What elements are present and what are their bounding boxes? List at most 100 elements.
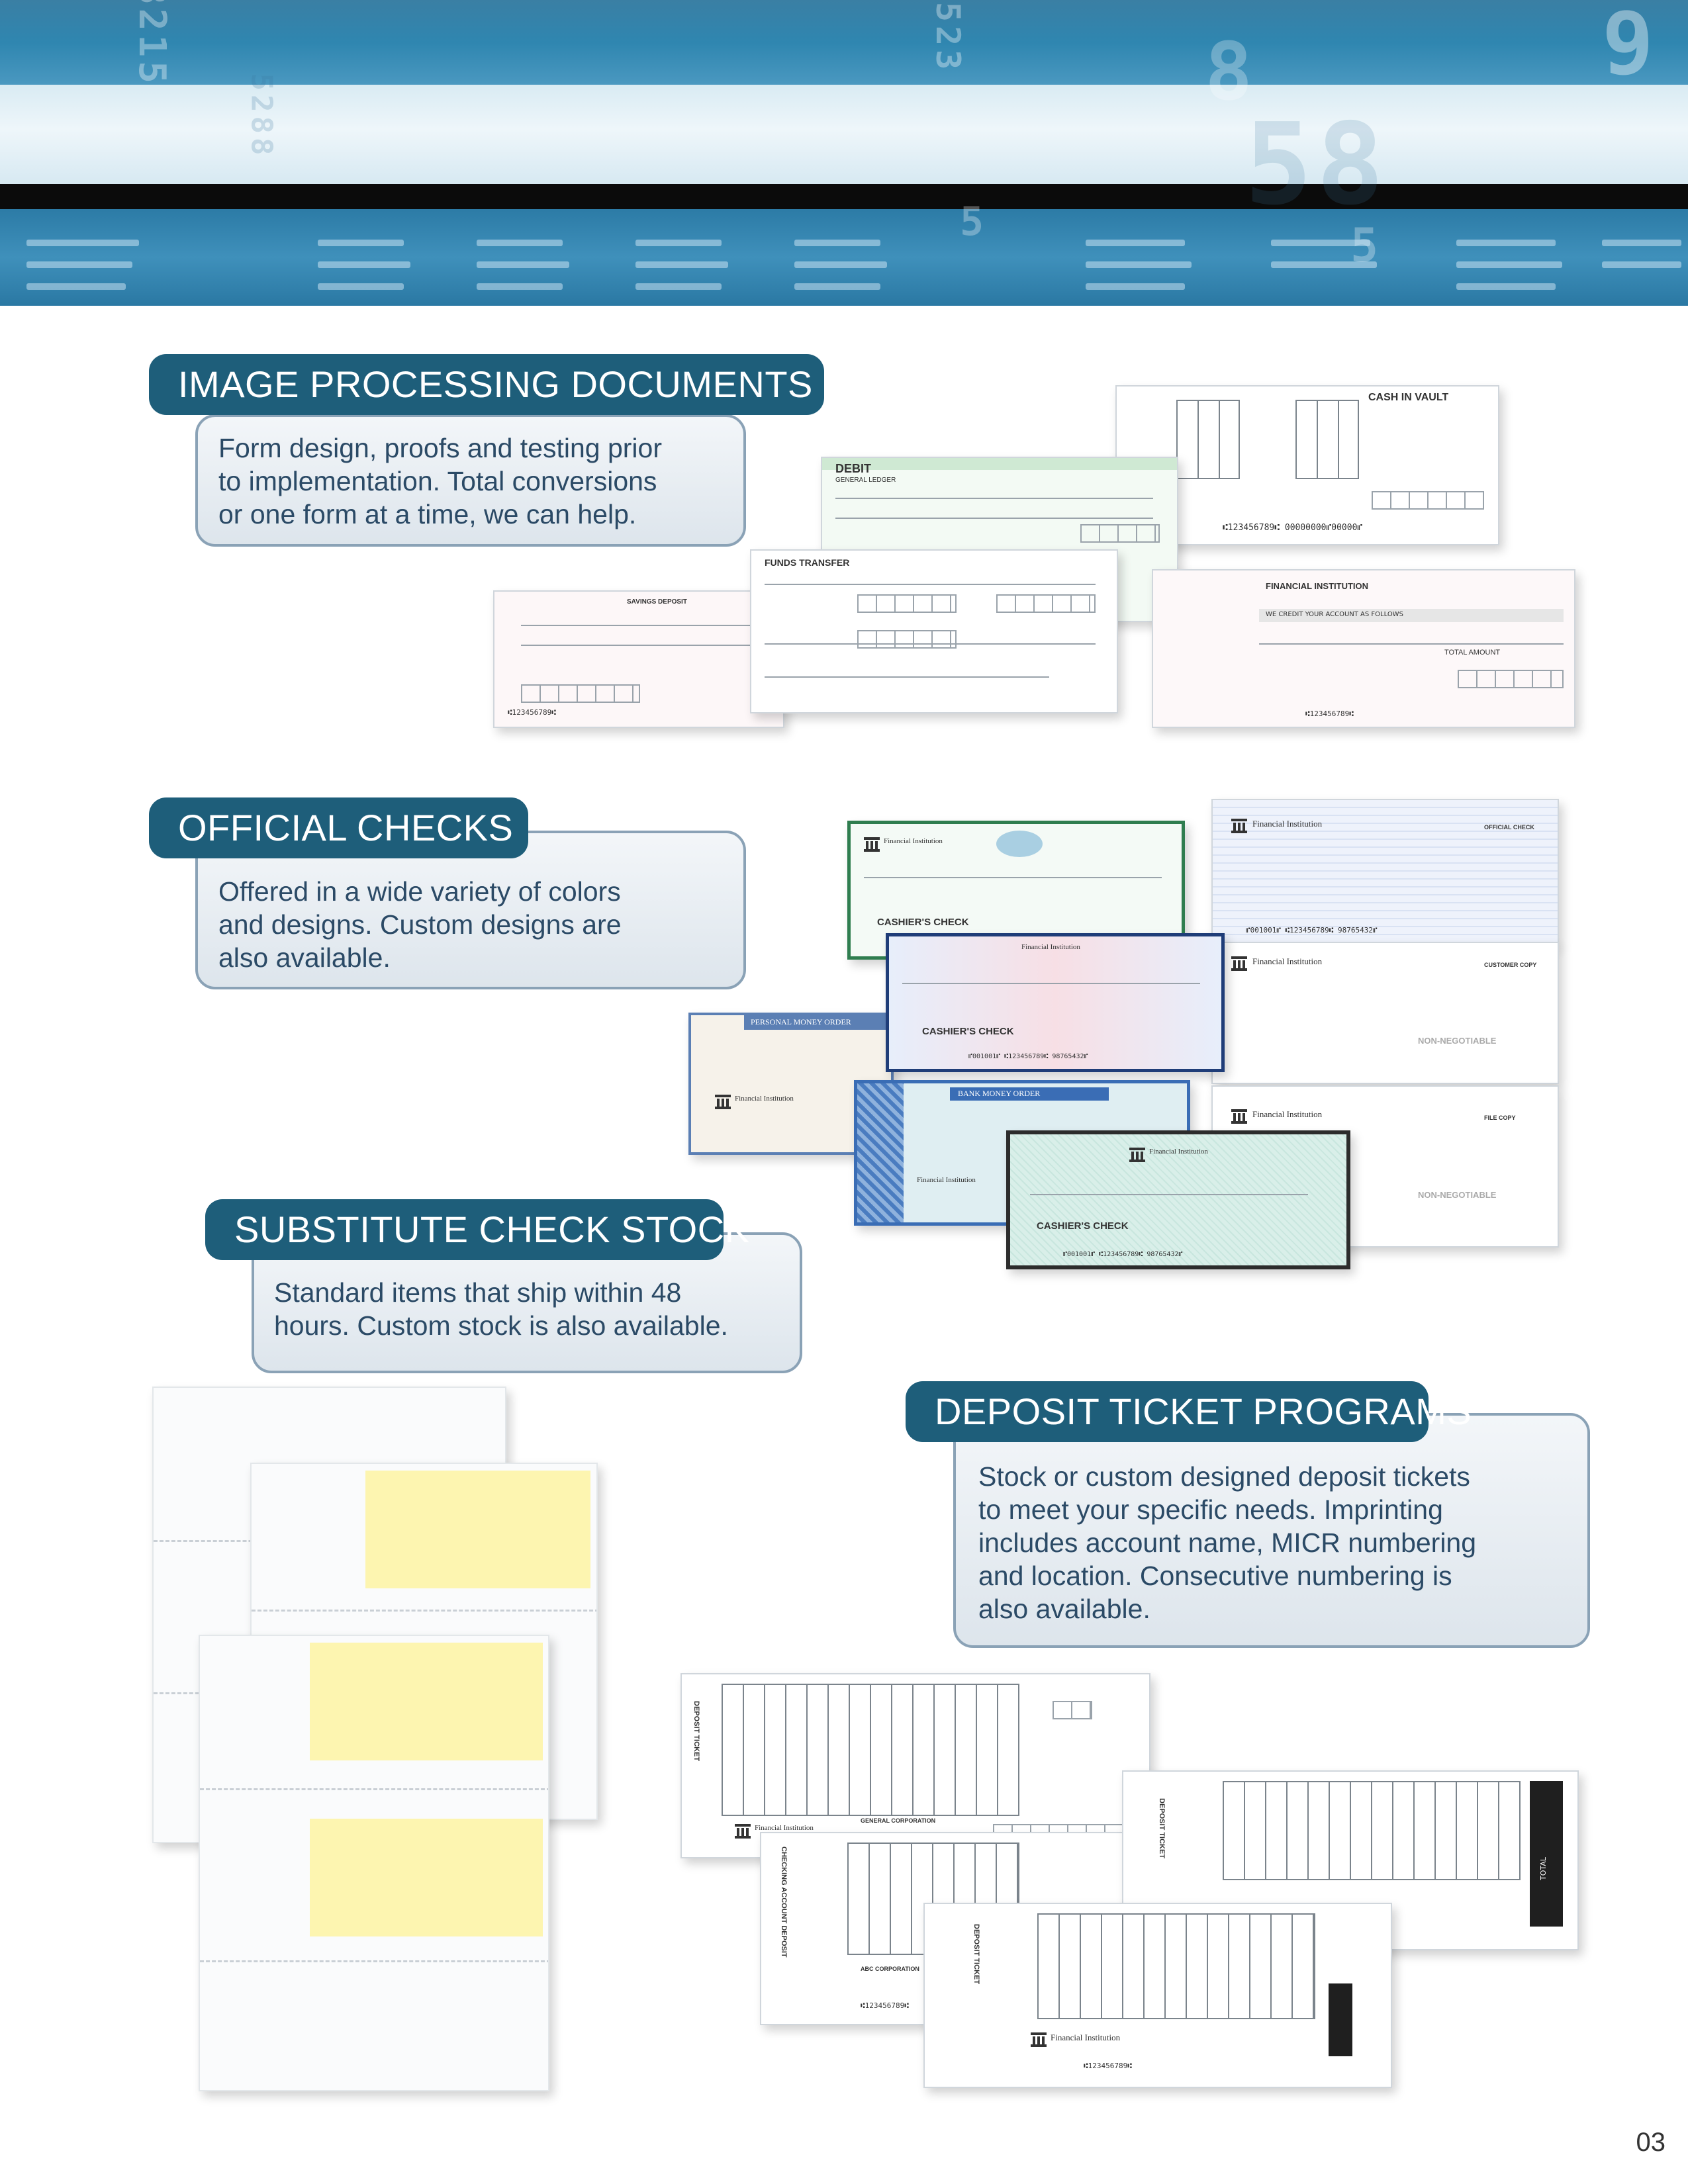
decorative-stripe xyxy=(26,261,132,268)
image-processing-line-3: or one form at a time, we can help. xyxy=(218,499,637,529)
amount-boxes xyxy=(996,594,1096,613)
decorative-stripe xyxy=(26,283,126,290)
image-processing-line-1: Form design, proofs and testing prior xyxy=(218,433,662,463)
bank-icon xyxy=(715,1095,731,1109)
decorative-stripe xyxy=(1086,283,1185,290)
form-line xyxy=(765,676,1049,678)
teal-cashiers-check: Financial Institution CASHIER'S CHECK ⑈0… xyxy=(1006,1130,1350,1269)
institution-name: Financial Institution xyxy=(1252,1109,1323,1119)
institution-name: Financial Institution xyxy=(917,1176,976,1184)
bank-icon xyxy=(1129,1148,1145,1162)
amount-boxes xyxy=(857,594,957,613)
money-order-pattern xyxy=(857,1083,904,1222)
decorative-stripe xyxy=(1456,283,1556,290)
amount-boxes xyxy=(1080,524,1160,543)
money-order-label: BANK MONEY ORDER xyxy=(958,1089,1041,1098)
deposit-ticket-label: DEPOSIT TICKET xyxy=(1158,1798,1166,1859)
official-check: Financial Institution OFFICIAL CHECK ⑈00… xyxy=(1211,799,1559,944)
bank-icon xyxy=(735,1824,751,1839)
page-number: 03 xyxy=(1636,2128,1666,2157)
deposit-ticket-label: DEPOSIT TICKET xyxy=(692,1701,700,1762)
form-line xyxy=(835,498,1153,499)
header-banner: 8215 2523 8 58 9 5288 5 5 xyxy=(0,0,1688,306)
form-title: FINANCIAL INSTITUTION xyxy=(1266,581,1369,591)
deposit-ticket-line-1: Stock or custom designed deposit tickets xyxy=(978,1461,1470,1492)
form-line xyxy=(521,625,759,626)
check-image-area xyxy=(365,1471,590,1588)
account-credit-form: FINANCIAL INSTITUTION WE CREDIT YOUR ACC… xyxy=(1152,569,1575,728)
decorative-stripe xyxy=(1271,261,1377,268)
form-line xyxy=(1259,643,1564,645)
banner-black-rule xyxy=(0,184,1688,209)
form-line xyxy=(521,645,759,646)
banner-top-band xyxy=(0,0,1688,85)
deposit-ticket-description-box xyxy=(953,1413,1590,1648)
decorative-digits: 5 xyxy=(960,199,988,245)
institution-name: Financial Institution xyxy=(1252,956,1323,966)
decorative-stripe xyxy=(477,283,563,290)
check-type: CASHIER'S CHECK xyxy=(922,1026,1014,1037)
deposit-grid xyxy=(1223,1781,1521,1880)
decorative-digits: 5288 xyxy=(244,73,279,159)
decorative-stripe xyxy=(1271,240,1370,246)
institution-name: Financial Institution xyxy=(1051,2032,1121,2042)
non-negotiable-stamp: NON-NEGOTIABLE xyxy=(1418,1190,1497,1200)
image-processing-description-box xyxy=(195,414,746,547)
amount-boxes xyxy=(857,630,957,649)
substitute-check-sheet xyxy=(199,1635,549,2091)
substitute-check-line-1: Standard items that ship within 48 xyxy=(274,1277,682,1308)
decorative-stripe xyxy=(794,261,887,268)
deposit-grid xyxy=(722,1684,1019,1816)
decorative-digits: 2523 xyxy=(929,0,968,74)
banner-light-band xyxy=(0,85,1688,184)
amount-boxes xyxy=(1458,670,1564,688)
deposit-ticket-front: DEPOSIT TICKET Financial Institution ⑆12… xyxy=(923,1903,1392,2088)
check-type: CASHIER'S CHECK xyxy=(877,917,969,928)
check-line xyxy=(902,983,1200,984)
decorative-stripe xyxy=(1602,240,1681,246)
decorative-stripe xyxy=(635,240,722,246)
decorative-digits: 8215 xyxy=(130,0,173,87)
money-order-label: PERSONAL MONEY ORDER xyxy=(751,1017,851,1026)
decorative-stripe xyxy=(1456,261,1562,268)
check-type: CASHIER'S CHECK xyxy=(1037,1220,1129,1232)
denomination-grid xyxy=(1295,400,1359,479)
check-line xyxy=(1030,1194,1308,1195)
official-checks-title: OFFICIAL CHECKS xyxy=(149,797,528,858)
money-order-band: PERSONAL MONEY ORDER xyxy=(744,1015,891,1030)
decorative-stripe xyxy=(477,261,569,268)
substitute-check-line-2: hours. Custom stock is also available. xyxy=(274,1310,728,1341)
form-title: DEBIT xyxy=(835,462,871,475)
money-order-band: BANK MONEY ORDER xyxy=(950,1087,1109,1101)
cash-in-vault-form: CASH IN VAULT ⑆123456789⑆ 00000000⑈00000… xyxy=(1115,385,1499,545)
form-title: FUNDS TRANSFER xyxy=(765,557,850,568)
amount-boxes xyxy=(1372,491,1484,510)
form-header-band xyxy=(822,458,1177,470)
form-subtitle: GENERAL LEDGER xyxy=(835,477,896,484)
deposit-ticket-general-corp: DEPOSIT TICKET Financial Institution GEN… xyxy=(680,1673,1150,1858)
check-line xyxy=(864,877,1162,878)
micr-line: ⑆123456789⑆ xyxy=(1084,2062,1132,2070)
decorative-stripe xyxy=(794,240,880,246)
micr-line: ⑆123456789⑆ xyxy=(861,2001,909,2010)
decorative-stripe xyxy=(635,283,722,290)
image-processing-title: IMAGE PROCESSING DOCUMENTS xyxy=(149,354,824,415)
decorative-stripe xyxy=(477,240,563,246)
banner-bottom-band xyxy=(0,209,1688,306)
check-type: CUSTOMER COPY xyxy=(1484,962,1537,968)
decorative-digits: 58 xyxy=(1244,99,1388,230)
form-line xyxy=(835,518,1153,519)
institution-name: Financial Institution xyxy=(735,1095,794,1103)
institution-name: Financial Institution xyxy=(755,1824,814,1832)
credit-header-label: WE CREDIT YOUR ACCOUNT AS FOLLOWS xyxy=(1266,611,1403,618)
customer-copy-check: Financial Institution CUSTOMER COPY NON-… xyxy=(1211,942,1559,1084)
non-negotiable-stamp: NON-NEGOTIABLE xyxy=(1418,1036,1497,1046)
check-image-area xyxy=(310,1819,543,1936)
perforation-line xyxy=(200,1960,548,1962)
total-label: TOTAL xyxy=(1539,1857,1548,1880)
micr-line: ⑈001001⑈ ⑆123456789⑆ 98765432⑈ xyxy=(1063,1251,1183,1258)
decorative-stripe xyxy=(318,261,410,268)
micr-line: ⑆123456789⑆ xyxy=(508,708,556,717)
perforation-line xyxy=(252,1610,596,1612)
official-checks-line-2: and designs. Custom designs are xyxy=(218,909,622,940)
